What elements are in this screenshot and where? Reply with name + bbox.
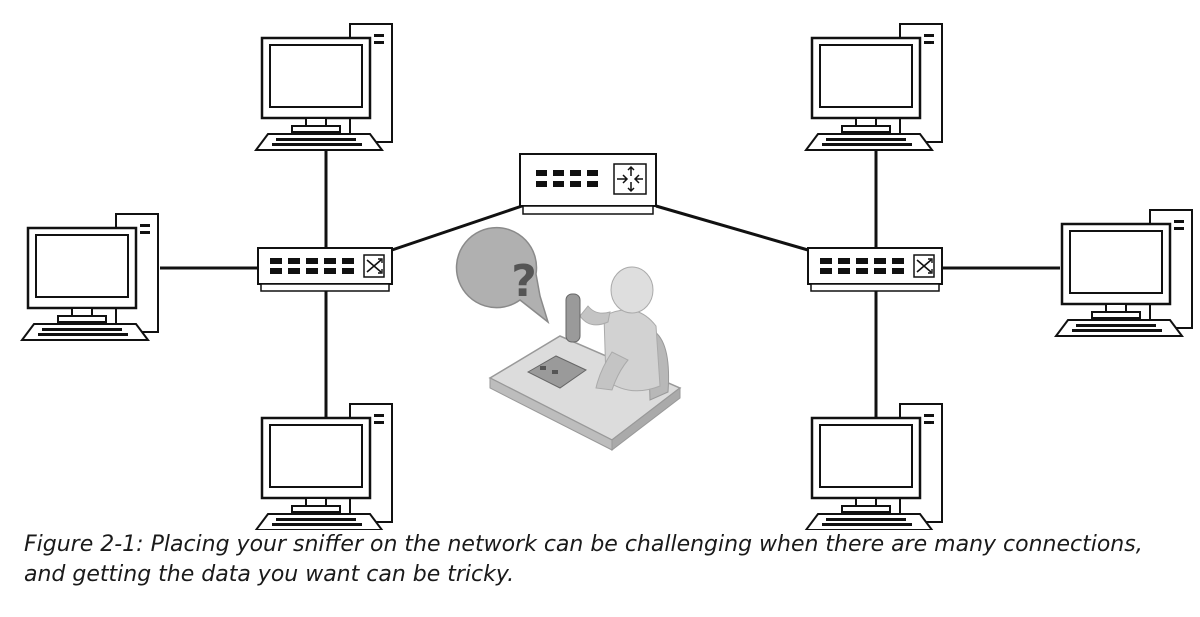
switch-icon bbox=[257, 247, 393, 292]
link-left-switch-router bbox=[391, 204, 523, 252]
desktop-computer-icon bbox=[804, 22, 944, 152]
network-links bbox=[160, 140, 1060, 418]
link-router-right-switch bbox=[655, 204, 809, 252]
switch-icon bbox=[807, 247, 943, 292]
figure-caption: Figure 2-1: Placing your sniffer on the … bbox=[24, 532, 1143, 587]
question-mark: ? bbox=[511, 256, 537, 307]
question-bubble-icon: ? bbox=[455, 226, 550, 325]
router-icon bbox=[519, 153, 657, 215]
network-diagram: ? bbox=[20, 22, 1194, 530]
desktop-computer-icon bbox=[804, 402, 944, 530]
desktop-computer-icon bbox=[20, 212, 160, 342]
desktop-computer-icon bbox=[254, 22, 394, 152]
desktop-computer-icon bbox=[1054, 208, 1194, 338]
desktop-computer-icon bbox=[254, 402, 394, 530]
user-on-phone-icon bbox=[488, 266, 682, 452]
